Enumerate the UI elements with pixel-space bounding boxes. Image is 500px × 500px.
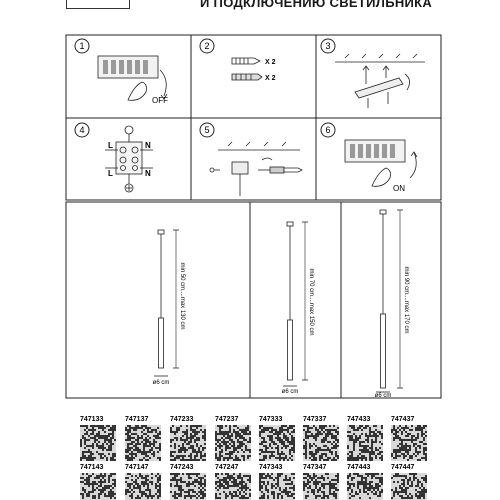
terminal-block-illustration: [105, 125, 153, 193]
terminal-label-l-top: L: [108, 141, 113, 150]
product-code: 747133: [80, 416, 103, 423]
pendant-large-height-label: min 90 cm....max 170 cm: [403, 266, 409, 333]
screws-quantity: X 2: [265, 59, 276, 66]
pendant-medium-drawing: [283, 221, 308, 387]
product-code: 747243: [170, 464, 193, 471]
step-4-number: 4: [74, 122, 90, 138]
breaker-panel-on-illustration: [344, 139, 418, 187]
product-code: 747343: [259, 464, 282, 471]
terminal-label-n-top: N: [145, 141, 151, 150]
product-code: 747337: [303, 416, 326, 423]
product-code: 747347: [303, 464, 326, 471]
step-2-number: 2: [199, 38, 215, 54]
svg-text:3: 3: [325, 41, 330, 51]
product-code: 747233: [170, 416, 193, 423]
terminal-label-n-bottom: N: [145, 169, 151, 178]
product-code: 747143: [80, 464, 103, 471]
qr-code: [170, 425, 206, 461]
qr-code: [80, 425, 116, 461]
qr-code: [215, 473, 251, 500]
qr-code: [170, 473, 206, 500]
terminal-label-l-bottom: L: [108, 169, 113, 178]
svg-text:2: 2: [204, 41, 209, 51]
step-1-number: 1: [74, 38, 90, 54]
pendant-large-diameter-label: ø6 cm: [375, 393, 392, 399]
dimensions-panel: [65, 201, 442, 399]
pendant-small-diameter-label: ø6 cm: [153, 380, 170, 386]
qr-code: [125, 473, 161, 500]
breaker-panel-off-illustration: [97, 55, 168, 101]
page-title: И ПОДКЛЮЧЕНИЮ СВЕТИЛЬНИКА: [200, 0, 433, 10]
qr-code: [347, 473, 383, 500]
product-code: 747333: [259, 416, 282, 423]
qr-code: [303, 425, 339, 461]
step-6-number: 6: [320, 122, 336, 138]
qr-code: [80, 473, 116, 500]
product-code: 747447: [391, 464, 414, 471]
bracket-mounting-illustration: [335, 53, 425, 108]
qr-code: [391, 473, 427, 500]
qr-code: [259, 425, 295, 461]
pendant-large-drawing: [376, 209, 403, 393]
step-3-number: 3: [320, 38, 336, 54]
qr-code: [303, 473, 339, 500]
on-label: ON: [393, 184, 405, 193]
svg-text:1: 1: [79, 41, 84, 51]
qr-code: [391, 425, 427, 461]
steps-grid: [65, 34, 442, 201]
screws-anchors-illustration: [231, 57, 263, 81]
qr-code: [259, 473, 295, 500]
svg-text:5: 5: [204, 125, 209, 135]
svg-text:6: 6: [325, 125, 330, 135]
product-code: 747137: [125, 416, 148, 423]
qr-code-area: 747133 747137 747233 747237 747333 747337 7474…: [80, 416, 427, 500]
pendant-small-drawing: [154, 229, 179, 377]
off-label: OFF: [152, 96, 168, 105]
product-code: 747443: [347, 464, 370, 471]
qr-code: [125, 425, 161, 461]
step-5-number: 5: [199, 122, 215, 138]
qr-code: [215, 425, 251, 461]
pendant-small-height-label: min 50 cm....max 130 cm: [179, 262, 185, 329]
product-code: 747237: [215, 416, 238, 423]
pendant-medium-diameter-label: ø6 cm: [282, 389, 299, 395]
product-code: 747437: [391, 416, 414, 423]
pendant-medium-height-label: min 70 cm....max 150 cm: [308, 268, 314, 335]
qr-code: [347, 425, 383, 461]
anchors-quantity: X 2: [265, 75, 276, 82]
product-code: 747247: [215, 464, 238, 471]
canopy-screwdriver-illustration: [209, 141, 303, 196]
svg-text:4: 4: [79, 125, 84, 135]
product-code: 747433: [347, 416, 370, 423]
product-code: 747147: [125, 464, 148, 471]
brand-logo-box: [66, 0, 130, 9]
